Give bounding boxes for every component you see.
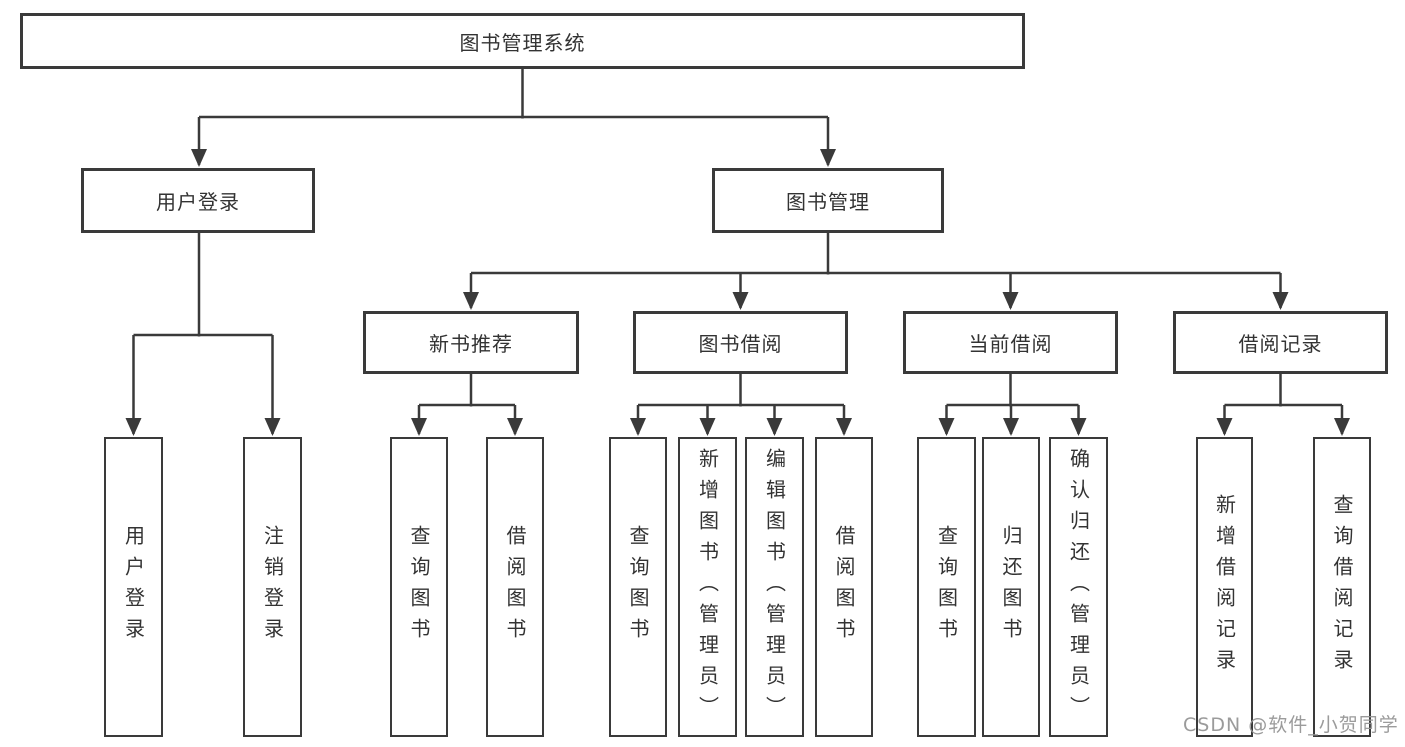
leaf-confirm-return-admin-label: 确认归还（管理员） (1066, 447, 1091, 727)
leaf-borrow-book-1-label: 借阅图书 (503, 525, 527, 649)
leaf-edit-book-admin-label: 编辑图书（管理员） (762, 447, 787, 727)
leaf-add-borrow-record: 新增借阅记录 (1196, 437, 1253, 737)
leaf-query-borrow-record: 查询借阅记录 (1313, 437, 1371, 737)
leaf-edit-book-admin: 编辑图书（管理员） (745, 437, 804, 737)
node-book-borrow: 图书借阅 (633, 311, 848, 374)
node-book-management: 图书管理 (712, 168, 944, 233)
leaf-confirm-return-admin: 确认归还（管理员） (1049, 437, 1108, 737)
leaf-logout-label: 注销登录 (260, 525, 285, 649)
leaf-return-book-label: 归还图书 (999, 525, 1023, 649)
node-borrow-record: 借阅记录 (1173, 311, 1388, 374)
leaf-query-book-1-label: 查询图书 (407, 525, 431, 649)
leaf-query-book-2: 查询图书 (609, 437, 667, 737)
leaf-query-book-1: 查询图书 (390, 437, 448, 737)
leaf-borrow-book-2-label: 借阅图书 (832, 525, 856, 649)
csdn-watermark: CSDN @软件_小贺同学 (1183, 714, 1399, 736)
leaf-borrow-book-2: 借阅图书 (815, 437, 873, 737)
node-root-label: 图书管理系统 (459, 30, 586, 55)
node-new-book-recommend-label: 新书推荐 (429, 332, 513, 356)
leaf-logout: 注销登录 (243, 437, 302, 737)
leaf-query-book-3-label: 查询图书 (934, 525, 959, 649)
connector-trunks (133, 68, 1342, 407)
leaf-return-book: 归还图书 (982, 437, 1040, 737)
leaf-query-book-2-label: 查询图书 (626, 525, 650, 649)
node-root-system: 图书管理系统 (20, 13, 1025, 69)
node-new-book-recommend: 新书推荐 (363, 311, 579, 374)
leaf-add-book-admin: 新增图书（管理员） (678, 437, 737, 737)
node-borrow-record-label: 借阅记录 (1238, 332, 1323, 356)
leaf-user-login: 用户登录 (104, 437, 163, 737)
leaf-query-book-3: 查询图书 (917, 437, 976, 737)
leaf-user-login-label: 用户登录 (121, 525, 146, 649)
node-user-login-label: 用户登录 (156, 190, 240, 214)
node-current-borrow-label: 当前借阅 (968, 332, 1053, 356)
node-current-borrow: 当前借阅 (903, 311, 1118, 374)
leaf-query-borrow-record-label: 查询借阅记录 (1330, 494, 1354, 680)
leaf-add-borrow-record-label: 新增借阅记录 (1212, 494, 1237, 680)
node-book-management-label: 图书管理 (786, 190, 870, 214)
node-user-login: 用户登录 (81, 168, 315, 233)
leaf-borrow-book-1: 借阅图书 (486, 437, 544, 737)
leaf-add-book-admin-label: 新增图书（管理员） (695, 447, 720, 727)
node-book-borrow-label: 图书借阅 (698, 332, 783, 356)
